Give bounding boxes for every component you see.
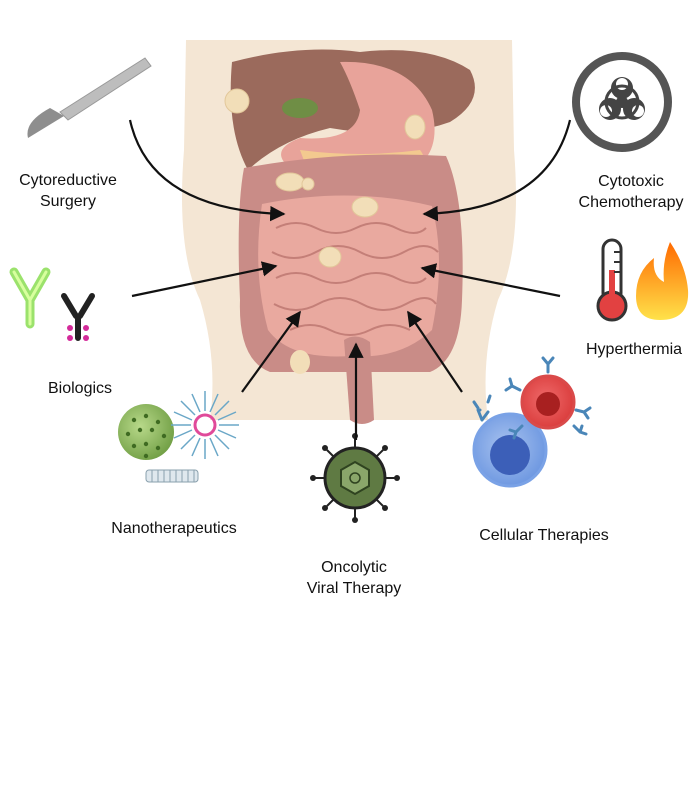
nanoparticle-icon [118,391,239,483]
liver [230,49,475,170]
biohazard-icon [572,52,672,152]
small-intestine [258,195,439,357]
arrow-surgery [128,119,286,222]
label-cytotoxic-line2: Chemotherapy [578,194,684,211]
intestine-folds [271,222,439,336]
label-cytoreductive-line2: Surgery [39,193,97,210]
arrow-cellular [407,310,463,393]
flame-icon [636,242,689,320]
label-cytoreductive-surgery: Cytoreductive Surgery [0,170,136,212]
appendix [290,350,310,374]
immune-cell-icon [472,356,592,488]
scalpel-icon [27,57,152,138]
label-biologics: Biologics [30,378,130,399]
arrow-biologics [131,261,278,298]
arrow-hyperthermia [420,263,561,298]
label-cellular-therapies: Cellular Therapies [462,525,626,546]
label-nanotherapeutics: Nanotherapeutics [96,518,252,539]
stomach [281,61,435,180]
label-cytoreductive-line1: Cytoreductive [19,172,117,189]
label-cytotoxic-line1: Cytotoxic [598,173,664,190]
label-oncolytic-viral-therapy: Oncolytic Viral Therapy [286,557,422,599]
antibody-icon [9,267,95,341]
abdomen-illustration [182,40,516,424]
thermometer-icon [596,238,628,322]
arrow-chemotherapy [422,119,572,222]
label-hyperthermia-text: Hyperthermia [585,341,683,358]
gallbladder [282,98,318,118]
label-cellular-text: Cellular Therapies [479,527,609,544]
virus-icon [310,433,400,523]
rectum [344,336,374,424]
label-oncolytic-line1: Oncolytic [321,559,387,576]
tumor-nodules [224,88,426,268]
arrows [128,119,572,440]
label-cytotoxic-chemotherapy: Cytotoxic Chemotherapy [566,171,696,213]
arrow-nanotherapeutics [241,310,301,393]
label-biologics-text: Biologics [47,380,113,397]
label-hyperthermia: Hyperthermia [574,339,694,360]
label-oncolytic-line2: Viral Therapy [306,580,402,597]
label-nanotherapeutics-text: Nanotherapeutics [111,520,237,537]
